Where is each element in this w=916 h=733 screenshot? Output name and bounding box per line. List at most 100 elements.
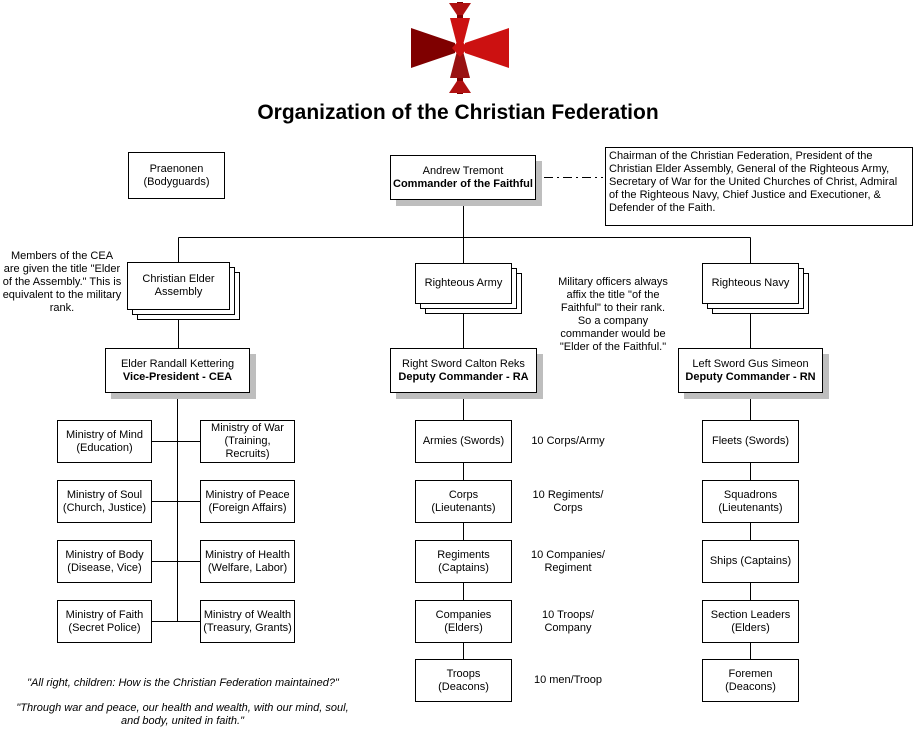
org-box-ministry-of-mind: Ministry of Mind (Education) [57,420,152,463]
unit-subtitle: (Bodyguards) [143,175,210,188]
unit-name: Corps [448,488,479,501]
unit-subtitle: (Lieutenants) [431,501,496,514]
unit-name: Section Leaders [710,608,791,621]
unit-subtitle: (Elders) [444,621,483,634]
unit-name: Ministry of Wealth [203,608,292,621]
unit-name: Ministry of Soul [66,488,143,501]
stack-face: Christian Elder Assembly [127,262,230,310]
unit-name: Foremen [728,667,773,680]
unit-subtitle: (Elders) [731,621,770,634]
unit-name: Ministry of Faith [65,608,144,621]
ratio-text: 10 Troops/ [542,608,594,621]
unit-name: Regiments [437,548,490,561]
ordinary-soldiers-note: Ordinary soldiers are given the rank "So… [443,719,813,733]
org-box-vice-president-cea: Elder Randall Kettering Vice-President -… [105,348,250,393]
unit-name: Armies (Swords) [422,435,505,447]
quote-question: "All right, children: How is the Christi… [18,677,348,690]
org-box-troops: Troops (Deacons) [415,659,512,702]
org-box-ministry-of-soul: Ministry of Soul (Church, Justice) [57,480,152,523]
person-name: Andrew Tremont [422,164,504,177]
person-title: Vice-President - CEA [122,370,233,383]
quote-answer: "Through war and peace, our health and w… [10,702,355,728]
org-box-fleets: Fleets (Swords) [702,420,799,463]
ratio-text: 10 men/Troop [533,674,603,686]
unit-name: Ministry of Mind [65,428,144,441]
org-box-deputy-commander-rn: Left Sword Gus Simeon Deputy Commander -… [678,348,823,393]
unit-name: Troops [446,667,481,680]
org-box-companies: Companies (Elders) [415,600,512,643]
unit-subtitle: (Treasury, Grants) [203,621,292,634]
note-text: Military officers always affix the title… [558,276,668,353]
note-text: Members of the CEA are given the title "… [2,250,122,314]
unit-subtitle: (Education) [76,441,133,454]
unit-subtitle: (Secret Police) [68,621,141,634]
unit-subtitle: (Foreign Affairs) [208,501,287,514]
chairman-titles-box: Chairman of the Christian Federation, Pr… [605,147,913,226]
org-box-regiments: Regiments (Captains) [415,540,512,583]
ratio-corps-per-army: 10 Corps/Army [516,420,620,463]
ratio-companies-per-regiment: 10 Companies/ Regiment [516,540,620,583]
unit-name: Fleets (Swords) [711,435,790,447]
unit-subtitle: (Church, Justice) [62,501,147,514]
ratio-troops-per-company: 10 Troops/ Company [516,600,620,643]
ratio-men-per-troop: 10 men/Troop [516,659,620,702]
unit-subtitle: (Lieutenants) [718,501,783,514]
ratio-text: 10 Companies/ [531,548,605,561]
unit-name: Ships (Captains) [709,555,792,567]
unit-name: Ministry of Peace [205,488,290,501]
unit-name: Ministry of War [211,422,284,434]
ratio-text: Regiment [544,561,592,574]
org-box-ministry-of-wealth: Ministry of Wealth (Treasury, Grants) [200,600,295,643]
unit-name: Christian Elder [142,273,215,285]
quote-text: "All right, children: How is the Christi… [27,677,339,689]
unit-subtitle: (Disease, Vice) [67,561,142,574]
org-box-section-leaders: Section Leaders (Elders) [702,600,799,643]
unit-name: Ministry of Body [65,548,144,561]
org-box-commander: Andrew Tremont Commander of the Faithful [390,155,536,200]
org-box-ministry-of-war: Ministry of War (Training, Recruits) [200,420,295,463]
org-box-armies: Armies (Swords) [415,420,512,463]
quote-text: "Through war and peace, our health and w… [16,702,349,727]
unit-subtitle: (Deacons) [725,680,776,693]
person-name: Elder Randall Kettering [120,357,235,370]
org-box-ministry-of-faith: Ministry of Faith (Secret Police) [57,600,152,643]
org-box-ministry-of-health: Ministry of Health (Welfare, Labor) [200,540,295,583]
cea-members-note: Members of the CEA are given the title "… [2,250,122,315]
unit-subtitle: (Welfare, Labor) [207,561,288,574]
templar-cross-icon [411,2,509,94]
unit-name: Righteous Army [424,277,503,289]
stack-face: Righteous Navy [702,263,799,304]
unit-name: Ministry of Health [205,548,290,561]
org-box-praenonen: Praenonen (Bodyguards) [128,152,225,199]
unit-subtitle: (Captains) [438,561,489,574]
org-stack-righteous-navy: Righteous Navy [702,263,809,314]
military-title-note: Military officers always affix the title… [556,276,670,354]
ratio-text: Corps [553,501,583,514]
unit-subtitle: (Deacons) [438,680,489,693]
org-box-ships: Ships (Captains) [702,540,799,583]
org-box-corps: Corps (Lieutenants) [415,480,512,523]
ratio-text: Company [544,621,592,634]
org-box-ministry-of-body: Ministry of Body (Disease, Vice) [57,540,152,583]
org-box-foremen: Foremen (Deacons) [702,659,799,702]
page-title: Organization of the Christian Federation [257,101,659,124]
unit-name: Squadrons [723,488,778,501]
unit-name: Assembly [154,286,203,298]
org-box-ministry-of-peace: Ministry of Peace (Foreign Affairs) [200,480,295,523]
unit-name: Righteous Navy [711,277,790,289]
stack-face: Righteous Army [415,263,512,304]
org-stack-righteous-army: Righteous Army [415,263,522,314]
person-title: Commander of the Faithful [393,177,533,190]
unit-name: Praenonen [149,162,204,175]
chairman-titles-text: Chairman of the Christian Federation, Pr… [609,150,898,214]
person-title: Deputy Commander - RN [685,370,816,383]
unit-subtitle: (Training, Recruits) [224,435,271,460]
person-name: Right Sword Calton Reks [402,357,525,370]
person-title: Deputy Commander - RA [398,370,529,383]
org-box-deputy-commander-ra: Right Sword Calton Reks Deputy Commander… [390,348,537,393]
ratio-regiments-per-corps: 10 Regiments/ Corps [516,480,620,523]
ratio-text: 10 Corps/Army [531,435,605,447]
person-name: Left Sword Gus Simeon [692,357,809,370]
